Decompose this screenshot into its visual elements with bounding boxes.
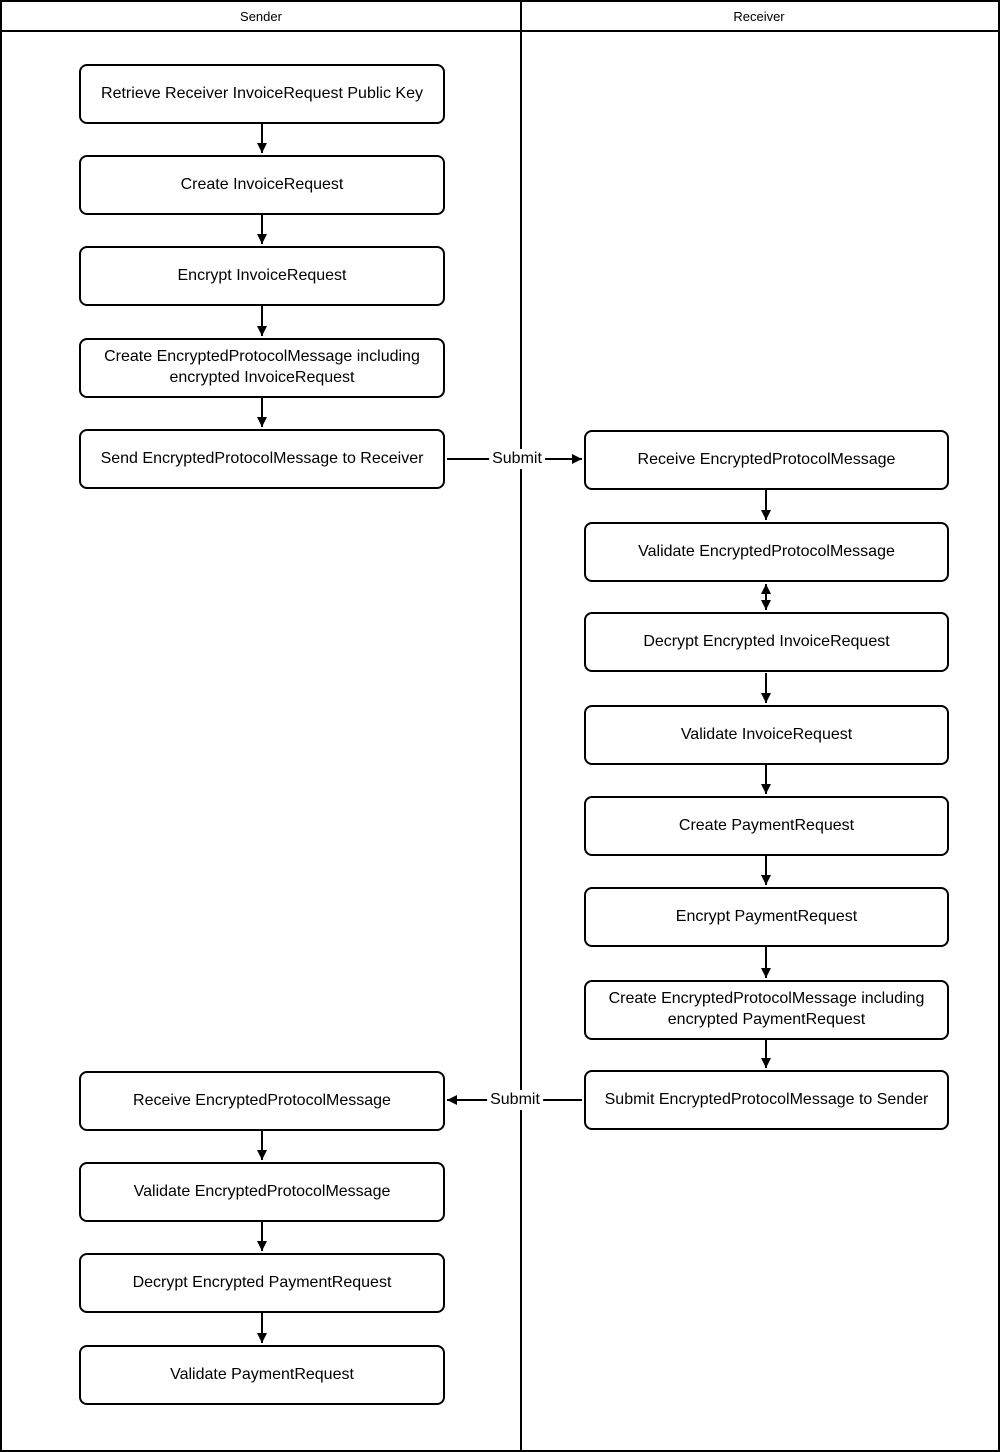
node-create-invoicerequest: Create InvoiceRequest bbox=[79, 155, 445, 215]
node-label: Decrypt Encrypted PaymentRequest bbox=[132, 1273, 392, 1291]
node-label: Create EncryptedProtocolMessage includin… bbox=[608, 990, 925, 1028]
node-receiver-receive-encryptedprotocolmessage: Receive EncryptedProtocolMessage bbox=[584, 430, 949, 490]
node-send-encryptedprotocolmessage-to-receiver: Send EncryptedProtocolMessage to Receive… bbox=[79, 429, 445, 489]
node-label: Retrieve Receiver InvoiceRequest Public … bbox=[101, 84, 423, 102]
lane-header-receiver: Receiver bbox=[520, 2, 998, 30]
node-validate-invoicerequest: Validate InvoiceRequest bbox=[584, 705, 949, 765]
lane-title-sender: Sender bbox=[240, 8, 282, 24]
node-label: Send EncryptedProtocolMessage to Receive… bbox=[100, 449, 424, 467]
node-label: Create InvoiceRequest bbox=[180, 175, 344, 193]
node-label: Encrypt InvoiceRequest bbox=[177, 266, 347, 284]
node-submit-encryptedprotocolmessage-to-sender: Submit EncryptedProtocolMessage to Sende… bbox=[584, 1070, 949, 1130]
node-create-paymentrequest: Create PaymentRequest bbox=[584, 796, 949, 856]
node-decrypt-encrypted-paymentrequest: Decrypt Encrypted PaymentRequest bbox=[79, 1253, 445, 1313]
node-label: Validate InvoiceRequest bbox=[680, 725, 853, 743]
lane-header-sender: Sender bbox=[2, 2, 520, 30]
node-label: Create PaymentRequest bbox=[678, 816, 855, 834]
lane-divider bbox=[520, 2, 522, 1450]
lane-title-receiver: Receiver bbox=[733, 8, 785, 24]
edge-label-submit-to-sender: Submit bbox=[487, 1090, 543, 1110]
node-label: Encrypt PaymentRequest bbox=[675, 907, 858, 925]
node-receiver-validate-encryptedprotocolmessage: Validate EncryptedProtocolMessage bbox=[584, 522, 949, 582]
node-label: Validate PaymentRequest bbox=[170, 1365, 354, 1383]
node-label: Decrypt Encrypted InvoiceRequest bbox=[643, 632, 890, 650]
node-label: Validate EncryptedProtocolMessage bbox=[638, 542, 895, 560]
node-sender-validate-encryptedprotocolmessage: Validate EncryptedProtocolMessage bbox=[79, 1162, 445, 1222]
node-label: Submit EncryptedProtocolMessage to Sende… bbox=[604, 1090, 929, 1108]
node-label: Create EncryptedProtocolMessage includin… bbox=[104, 348, 420, 386]
node-retrieve-receiver-public-key: Retrieve Receiver InvoiceRequest Public … bbox=[79, 64, 445, 124]
node-encrypt-invoicerequest: Encrypt InvoiceRequest bbox=[79, 246, 445, 306]
edge-label-submit-to-receiver: Submit bbox=[489, 449, 545, 469]
node-sender-receive-encryptedprotocolmessage: Receive EncryptedProtocolMessage bbox=[79, 1071, 445, 1131]
node-decrypt-encrypted-invoicerequest: Decrypt Encrypted InvoiceRequest bbox=[584, 612, 949, 672]
node-label: Validate EncryptedProtocolMessage bbox=[133, 1182, 391, 1200]
swimlane-header-row: Sender Receiver bbox=[2, 2, 998, 32]
node-encrypt-paymentrequest: Encrypt PaymentRequest bbox=[584, 887, 949, 947]
node-validate-paymentrequest: Validate PaymentRequest bbox=[79, 1345, 445, 1405]
node-create-encryptedprotocolmessage-paymentrequest: Create EncryptedProtocolMessage includin… bbox=[584, 980, 949, 1040]
node-create-encryptedprotocolmessage-invoicerequest: Create EncryptedProtocolMessage includin… bbox=[79, 338, 445, 398]
node-label: Receive EncryptedProtocolMessage bbox=[637, 450, 896, 468]
node-label: Receive EncryptedProtocolMessage bbox=[133, 1091, 391, 1109]
